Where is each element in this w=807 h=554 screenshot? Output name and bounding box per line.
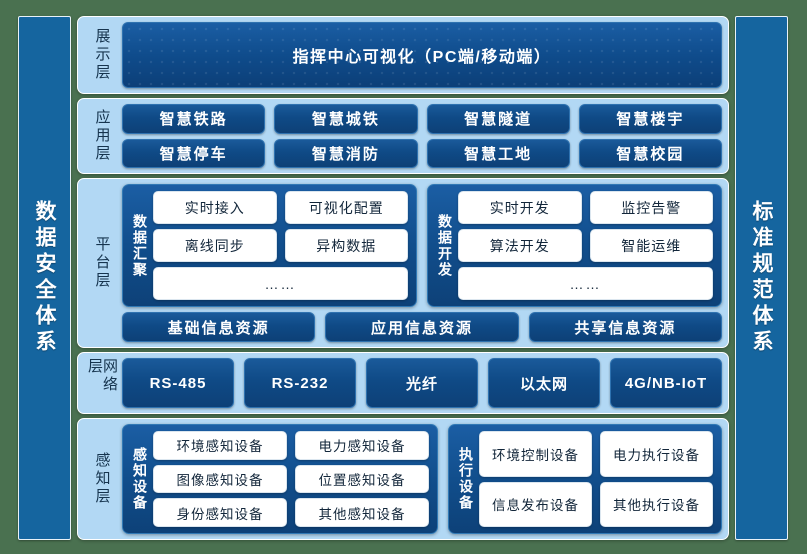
layer-presentation-label-wrap: 展示层 <box>82 22 122 88</box>
layer-stack: 展示层 指挥中心可视化（PC端/移动端） 应用层 智慧铁路 智慧城铁 智慧隧道 … <box>77 16 729 540</box>
aggregation-row-2: 离线同步 异构数据 <box>153 229 408 262</box>
layer-network: 网络层 RS-485 RS-232 光纤 以太网 4G/NB-IoT <box>77 352 729 414</box>
layer-perception-label-wrap: 感知层 <box>82 424 122 534</box>
aggregation-item-realtime-ingest[interactable]: 实时接入 <box>153 191 277 224</box>
perception-group-sensing-devices-label: 感知设备 <box>132 447 148 511</box>
layer-network-label: 网络层 <box>86 358 118 394</box>
development-row-2: 算法开发 智能运维 <box>458 229 713 262</box>
development-item-algorithm-development[interactable]: 算法开发 <box>458 229 582 262</box>
sensing-item-power[interactable]: 电力感知设备 <box>295 431 429 460</box>
left-pillar-data-security: 数据安全体系 <box>18 16 71 540</box>
perception-group-sensing-devices-grid: 环境感知设备 电力感知设备 图像感知设备 位置感知设备 身份感知设备 其他感知设… <box>153 431 429 528</box>
aggregation-row-1: 实时接入 可视化配置 <box>153 191 408 224</box>
sensing-item-identity[interactable]: 身份感知设备 <box>153 498 287 528</box>
sensing-row-1: 环境感知设备 电力感知设备 <box>153 431 429 460</box>
development-item-more[interactable]: …… <box>458 267 713 300</box>
sensing-item-location[interactable]: 位置感知设备 <box>295 464 429 494</box>
aggregation-row-3: …… <box>153 267 408 300</box>
platform-group-data-aggregation-label: 数据汇聚 <box>132 213 148 278</box>
platform-group-data-aggregation-grid: 实时接入 可视化配置 离线同步 异构数据 …… <box>153 191 408 300</box>
development-item-monitoring-alarm[interactable]: 监控告警 <box>589 191 713 224</box>
app-item-smart-urban-rail[interactable]: 智慧城铁 <box>274 104 418 134</box>
perception-group-actuating-devices-grid: 环境控制设备 电力执行设备 信息发布设备 其他执行设备 <box>479 431 713 527</box>
app-item-smart-campus[interactable]: 智慧校园 <box>578 138 722 168</box>
actuating-item-power-execution[interactable]: 电力执行设备 <box>600 431 713 477</box>
platform-resources: 基础信息资源 应用信息资源 共享信息资源 <box>122 312 722 342</box>
network-item-4g-nbiot[interactable]: 4G/NB-IoT <box>610 358 722 408</box>
network-item-optical-fiber[interactable]: 光纤 <box>366 358 478 408</box>
app-item-smart-railway[interactable]: 智慧铁路 <box>122 104 266 134</box>
network-item-rs485[interactable]: RS-485 <box>122 358 234 408</box>
sensing-row-2: 图像感知设备 位置感知设备 <box>153 464 429 494</box>
sensing-item-environment[interactable]: 环境感知设备 <box>153 431 287 460</box>
presentation-banner[interactable]: 指挥中心可视化（PC端/移动端） <box>122 22 722 88</box>
layer-perception: 感知层 感知设备 环境感知设备 电力感知设备 <box>77 418 729 540</box>
layer-platform-label: 平台层 <box>93 236 111 290</box>
app-item-smart-parking[interactable]: 智慧停车 <box>122 138 266 168</box>
layer-application-label-wrap: 应用层 <box>82 104 122 168</box>
sensing-row-3: 身份感知设备 其他感知设备 <box>153 498 429 528</box>
platform-group-data-aggregation-label-wrap: 数据汇聚 <box>127 191 153 300</box>
right-pillar-standards: 标准规范体系 <box>735 16 788 540</box>
resource-item-basic-info[interactable]: 基础信息资源 <box>122 312 316 342</box>
actuating-item-environment-control[interactable]: 环境控制设备 <box>479 431 592 477</box>
platform-group-data-development: 数据开发 实时开发 监控告警 算法开发 智能运维 <box>427 184 722 307</box>
perception-group-actuating-devices-label: 执行设备 <box>458 447 474 511</box>
right-pillar-label: 标准规范体系 <box>750 200 773 356</box>
perception-group-actuating-devices: 执行设备 环境控制设备 电力执行设备 信息发布设备 其他执行设备 <box>448 424 722 534</box>
network-item-rs232[interactable]: RS-232 <box>244 358 356 408</box>
platform-group-data-development-label: 数据开发 <box>437 213 453 278</box>
platform-group-data-development-label-wrap: 数据开发 <box>432 191 458 300</box>
app-item-smart-construction-site[interactable]: 智慧工地 <box>426 138 570 168</box>
app-item-smart-firefighting[interactable]: 智慧消防 <box>274 138 418 168</box>
application-row-2: 智慧停车 智慧消防 智慧工地 智慧校园 <box>122 138 722 168</box>
layer-presentation: 展示层 指挥中心可视化（PC端/移动端） <box>77 16 729 94</box>
layer-platform-body: 数据汇聚 实时接入 可视化配置 离线同步 异构数据 <box>122 184 722 342</box>
resource-item-shared-info[interactable]: 共享信息资源 <box>528 312 722 342</box>
perception-group-sensing-devices-label-wrap: 感知设备 <box>127 431 153 527</box>
layer-network-body: RS-485 RS-232 光纤 以太网 4G/NB-IoT <box>122 358 722 408</box>
aggregation-item-visual-config[interactable]: 可视化配置 <box>284 191 408 224</box>
layer-application: 应用层 智慧铁路 智慧城铁 智慧隧道 智慧楼宇 智慧停车 智慧消防 智慧工地 智… <box>77 98 729 174</box>
layer-presentation-body: 指挥中心可视化（PC端/移动端） <box>122 22 722 88</box>
app-item-smart-building[interactable]: 智慧楼宇 <box>578 104 722 134</box>
actuating-item-info-release[interactable]: 信息发布设备 <box>479 481 592 527</box>
development-item-intelligent-ops[interactable]: 智能运维 <box>589 229 713 262</box>
actuating-row-1: 环境控制设备 电力执行设备 <box>479 431 713 477</box>
layer-perception-body: 感知设备 环境感知设备 电力感知设备 图像感知设备 位置感知设备 <box>122 424 722 534</box>
resource-item-application-info[interactable]: 应用信息资源 <box>325 312 519 342</box>
layer-application-label: 应用层 <box>93 109 111 163</box>
layer-network-label-wrap: 网络层 <box>82 358 122 408</box>
layer-platform-label-wrap: 平台层 <box>82 184 122 342</box>
perception-groups: 感知设备 环境感知设备 电力感知设备 图像感知设备 位置感知设备 <box>122 424 722 534</box>
perception-group-actuating-devices-label-wrap: 执行设备 <box>453 431 479 527</box>
sensing-item-other[interactable]: 其他感知设备 <box>295 498 429 528</box>
development-item-realtime-development[interactable]: 实时开发 <box>458 191 582 224</box>
layer-perception-label: 感知层 <box>93 452 111 506</box>
aggregation-item-offline-sync[interactable]: 离线同步 <box>153 229 277 262</box>
application-row-1: 智慧铁路 智慧城铁 智慧隧道 智慧楼宇 <box>122 104 722 134</box>
app-item-smart-tunnel[interactable]: 智慧隧道 <box>426 104 570 134</box>
layer-application-body: 智慧铁路 智慧城铁 智慧隧道 智慧楼宇 智慧停车 智慧消防 智慧工地 智慧校园 <box>122 104 722 168</box>
layer-presentation-label: 展示层 <box>93 28 111 82</box>
platform-groups: 数据汇聚 实时接入 可视化配置 离线同步 异构数据 <box>122 184 722 307</box>
network-items: RS-485 RS-232 光纤 以太网 4G/NB-IoT <box>122 358 722 408</box>
sensing-item-image[interactable]: 图像感知设备 <box>153 464 287 494</box>
actuating-row-2: 信息发布设备 其他执行设备 <box>479 481 713 527</box>
aggregation-item-more[interactable]: …… <box>153 267 408 300</box>
layer-platform: 平台层 数据汇聚 实时接入 可视化配置 <box>77 178 729 348</box>
platform-group-data-development-grid: 实时开发 监控告警 算法开发 智能运维 …… <box>458 191 713 300</box>
network-item-ethernet[interactable]: 以太网 <box>488 358 600 408</box>
actuating-item-other[interactable]: 其他执行设备 <box>600 481 713 527</box>
left-pillar-label: 数据安全体系 <box>33 200 56 356</box>
perception-group-sensing-devices: 感知设备 环境感知设备 电力感知设备 图像感知设备 位置感知设备 <box>122 424 438 534</box>
platform-group-data-aggregation: 数据汇聚 实时接入 可视化配置 离线同步 异构数据 <box>122 184 417 307</box>
development-row-1: 实时开发 监控告警 <box>458 191 713 224</box>
aggregation-item-heterogeneous-data[interactable]: 异构数据 <box>284 229 408 262</box>
development-row-3: …… <box>458 267 713 300</box>
